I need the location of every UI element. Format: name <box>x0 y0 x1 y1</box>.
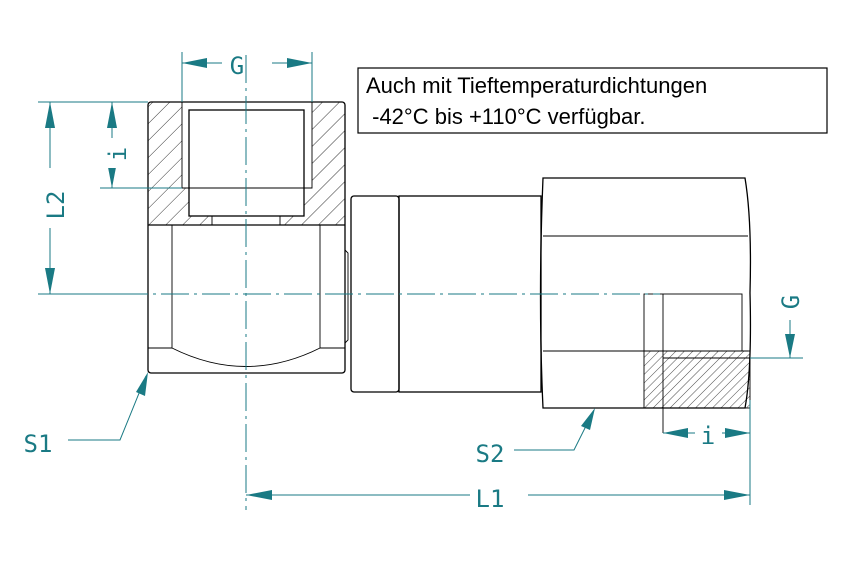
dimension-i-left: i <box>100 102 182 189</box>
svg-text:G: G <box>777 295 805 309</box>
svg-text:L2: L2 <box>42 191 70 220</box>
dimension-i-right: i <box>663 400 751 505</box>
note-line-2: -42°C bis +110°C verfügbar. <box>366 104 646 129</box>
svg-text:i: i <box>701 422 715 450</box>
svg-text:G: G <box>230 52 244 80</box>
dimension-l2: L2 <box>38 101 148 294</box>
swivel-nut <box>350 177 752 433</box>
elbow-hatched-section <box>148 102 345 225</box>
note-line-1: Auch mit Tieftemperaturdichtungen <box>366 73 707 98</box>
nut-hatched-section <box>643 350 751 409</box>
svg-text:S1: S1 <box>24 430 53 458</box>
elbow-fitting <box>147 101 349 374</box>
dimension-s2: S2 <box>476 408 595 468</box>
dimension-s1: S1 <box>24 372 148 458</box>
svg-text:L1: L1 <box>476 485 505 513</box>
svg-text:S2: S2 <box>476 440 505 468</box>
dimension-g-right: G <box>750 295 805 359</box>
dimension-l1: L1 <box>246 485 750 513</box>
temperature-note: Auch mit Tieftemperaturdichtungen -42°C … <box>357 67 828 134</box>
svg-text:i: i <box>104 147 132 161</box>
dimension-g-top: G <box>181 52 313 102</box>
